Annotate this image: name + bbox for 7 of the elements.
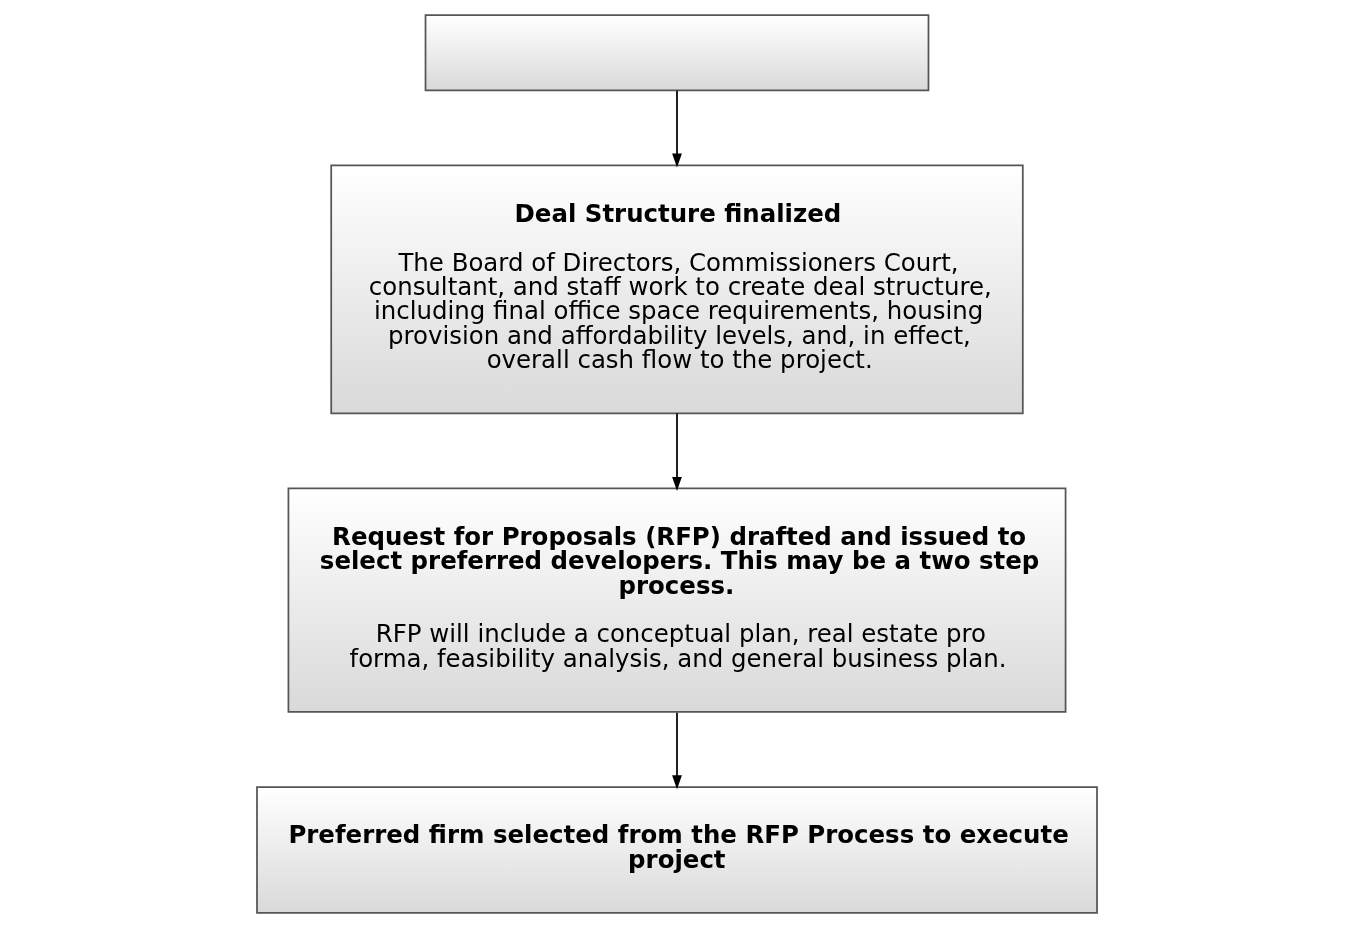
arrow <box>671 89 682 168</box>
node-box: Deal Structure finalized The Board of Directors, Commissioners Court, consultant, and staff work to create deal structure, including final office space requirements, housing provision and affordability levels, and, in effect, overall cash flow to the project. <box>329 164 1024 415</box>
arrow <box>671 711 682 790</box>
node-box: Request for Proposals (RFP) drafted and issued to select preferred developers. This may be a two step process. RFP will include a conceptual plan, real estate pro forma, feasibility analysis, and general business plan. <box>287 487 1066 713</box>
node-box: Preferred firm selected from the RFP Process to execute project <box>255 786 1098 914</box>
node-box <box>424 14 929 92</box>
arrow <box>671 412 682 491</box>
